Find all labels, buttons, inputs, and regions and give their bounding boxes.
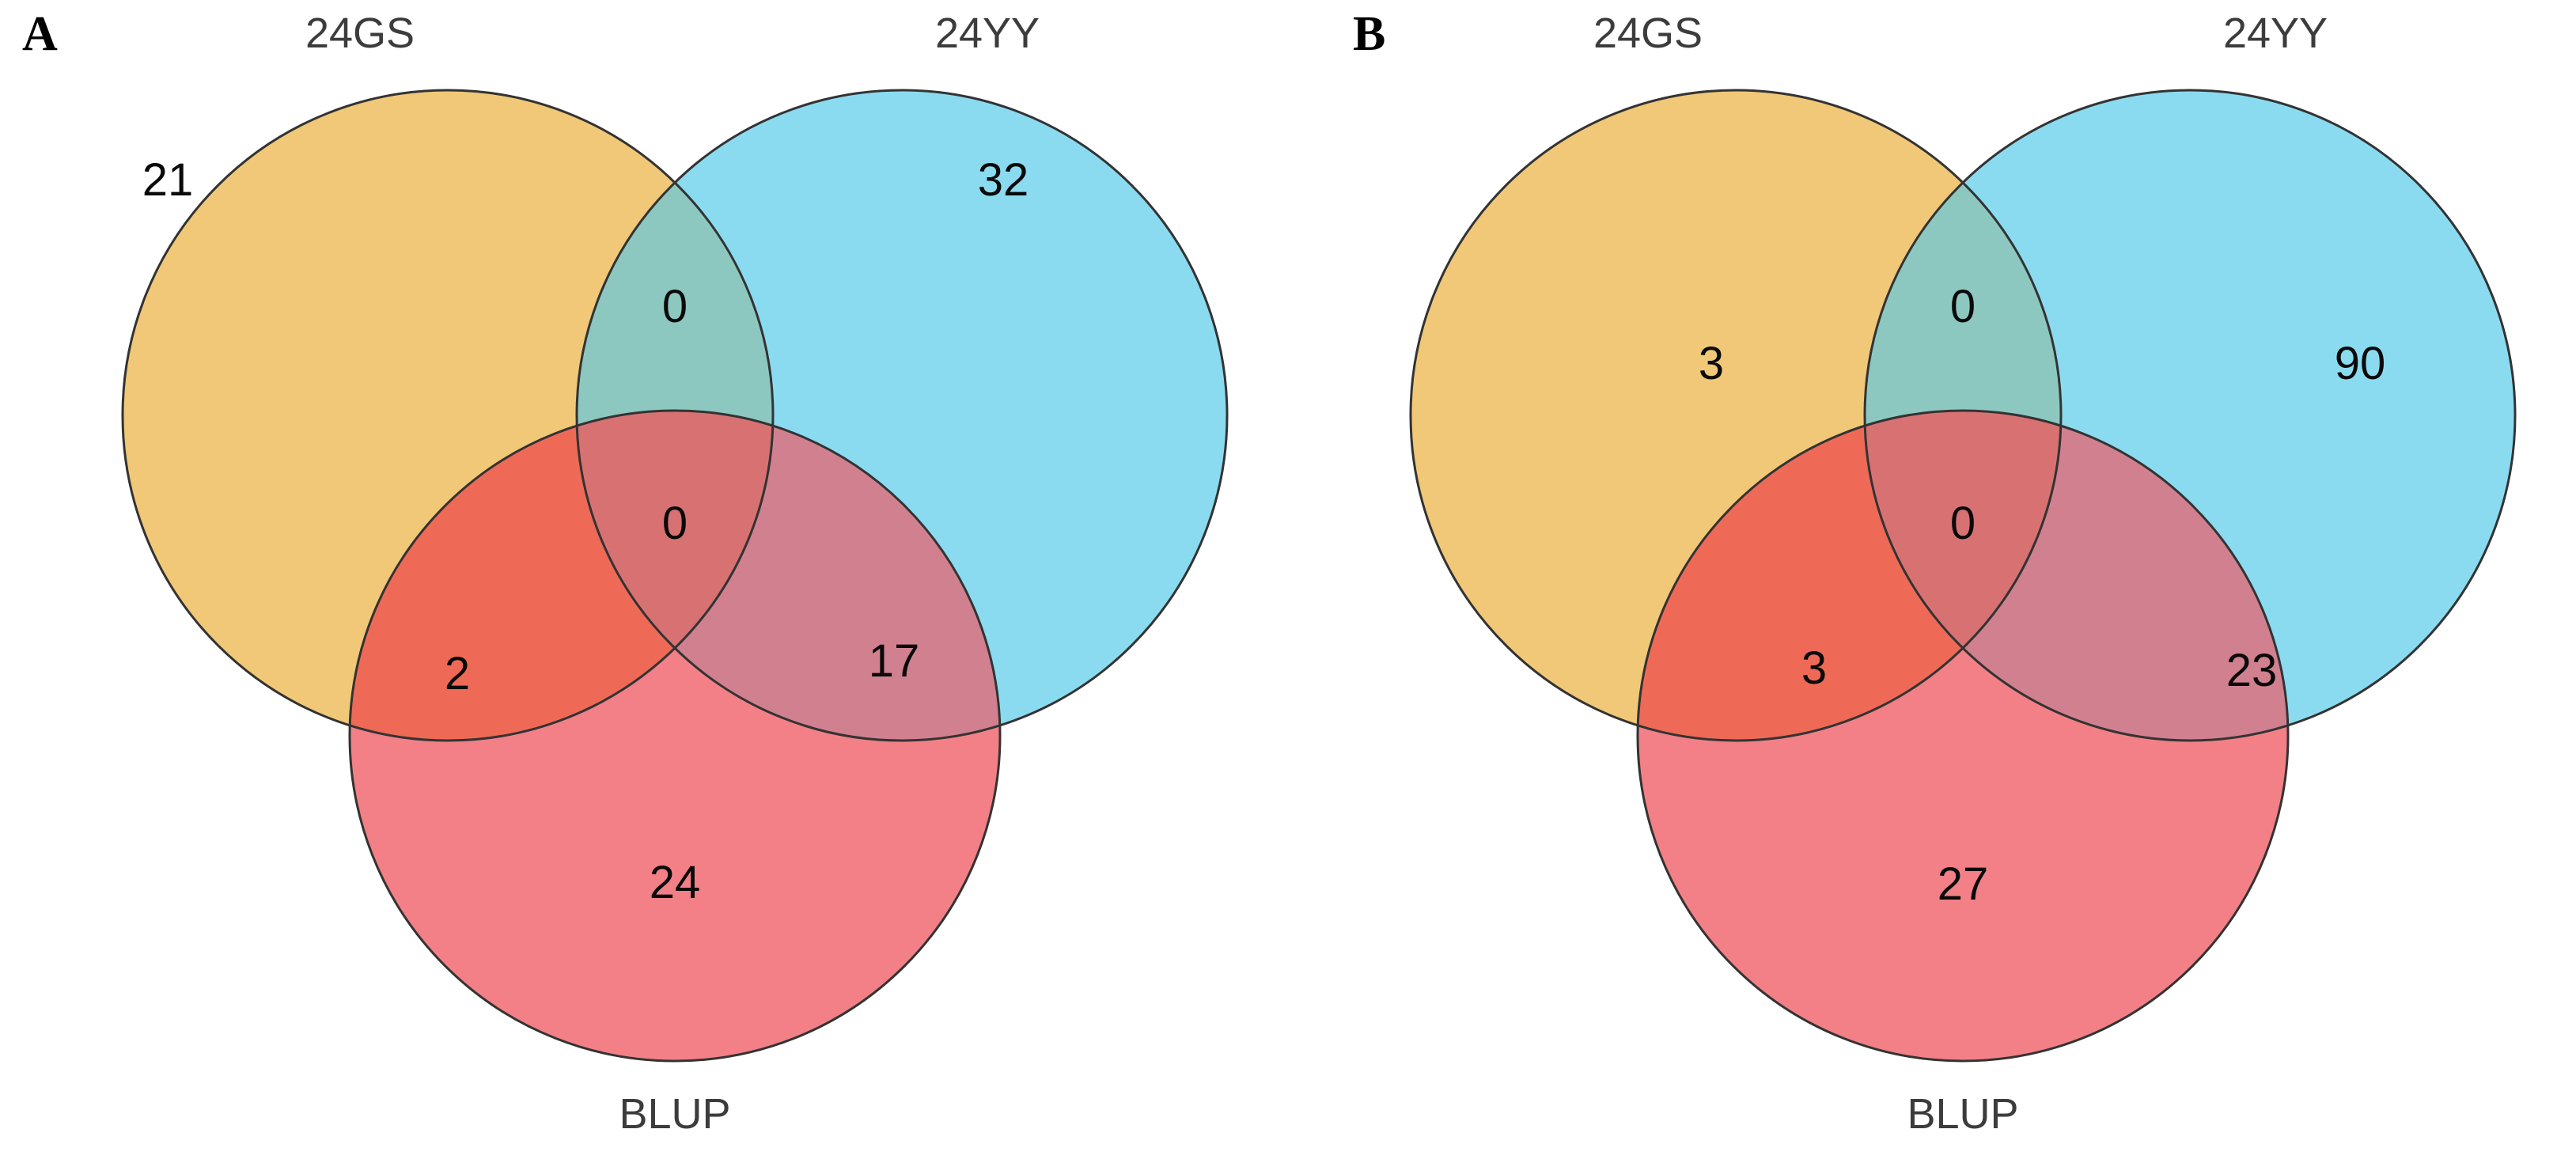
circle-24gs-outline	[1409, 89, 2063, 742]
count-blup-only: 24	[649, 857, 701, 908]
panel-b: B	[1288, 0, 2576, 1167]
set-label-24gs: 24GS	[1593, 9, 1703, 57]
count-gs-only: 21	[142, 154, 194, 206]
circle-blup-outline	[348, 409, 1002, 1063]
count-gs-blup: 3	[1801, 642, 1828, 694]
count-all-three: 0	[1949, 498, 1976, 549]
circle-blup-outline	[1636, 409, 2290, 1063]
panel-a-letter: A	[22, 7, 58, 61]
count-gs-only: 3	[1698, 338, 1725, 389]
count-gs-yy: 0	[661, 281, 688, 332]
set-label-blup: BLUP	[619, 1090, 731, 1138]
set-label-24yy: 24YY	[2222, 9, 2328, 57]
panel-b-venn-diagram	[1409, 89, 2517, 1063]
panel-a-venn-diagram	[121, 89, 1229, 1063]
count-gs-blup: 2	[444, 648, 471, 699]
set-label-24yy: 24YY	[934, 9, 1040, 57]
panel-a: A	[22, 7, 1229, 1138]
count-blup-only: 27	[1937, 858, 1989, 910]
panel-b-letter: B	[1353, 7, 1386, 61]
count-yy-blup: 23	[2226, 645, 2278, 696]
count-yy-only: 32	[977, 154, 1029, 206]
circle-24gs-outline	[121, 89, 775, 742]
count-yy-only: 90	[2334, 338, 2386, 389]
count-gs-yy: 0	[1949, 281, 1976, 332]
count-yy-blup: 17	[868, 635, 920, 687]
set-label-24gs: 24GS	[305, 9, 415, 57]
count-all-three: 0	[661, 498, 688, 549]
circle-24yy-outline	[575, 89, 1229, 742]
circle-24yy-outline	[1863, 89, 2517, 742]
set-label-blup: BLUP	[1907, 1090, 2019, 1138]
